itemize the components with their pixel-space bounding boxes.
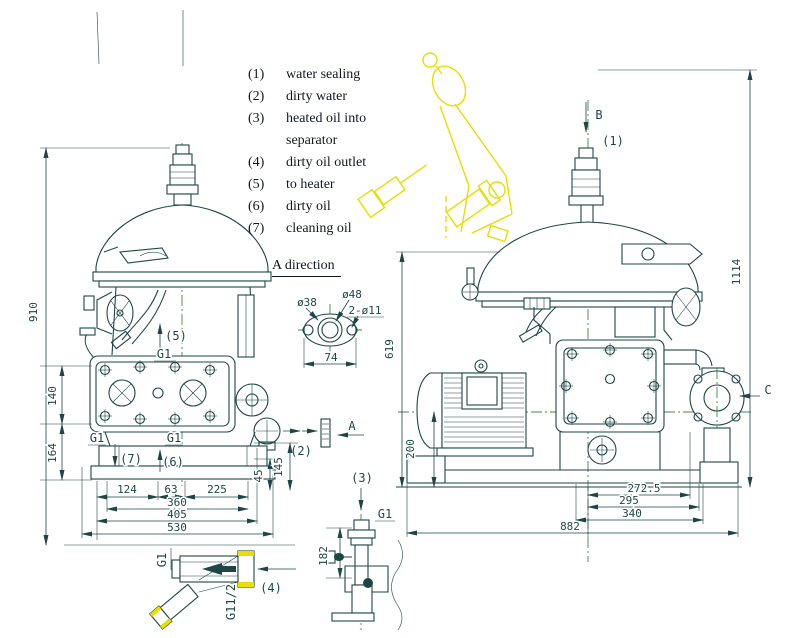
dim-910: 910 (27, 302, 40, 322)
yellow-highlight-assembly (357, 52, 513, 275)
dim-272-5: 272.5 (627, 482, 660, 495)
legend-label: heated oil into (286, 111, 367, 126)
dim-405: 405 (167, 508, 187, 521)
dim-1114: 1114 (730, 258, 743, 285)
legend-item-3-cont: separator (286, 133, 338, 148)
legend-num: (1) (248, 67, 265, 82)
dim-2xd11: 2-ø11 (348, 304, 381, 317)
legend-num: (3) (248, 111, 265, 126)
dim-182: 182 (317, 546, 330, 566)
dim-225: 225 (207, 483, 227, 496)
view-arrow-b-label: B (595, 108, 602, 122)
left-view-callouts: (5) G1 G1 (7) G1 (6) (2) A (88, 323, 364, 472)
legend-item-6: (6) dirty oil (248, 196, 428, 218)
dim-200: 200 (404, 439, 417, 459)
dim-45: 45 (252, 469, 265, 482)
legend-label: dirty water (286, 89, 348, 104)
dim-124: 124 (117, 483, 137, 496)
legend-item-7: (7) cleaning oil (248, 218, 428, 240)
callout-2: (2) (290, 444, 312, 458)
thread-g1-left: G1 (90, 431, 104, 445)
callout-4: (4) (260, 581, 282, 595)
legend-item-3: (3) heated oil into (248, 108, 428, 130)
callout-6: (6) (162, 455, 184, 469)
legend-num: (2) (248, 89, 265, 104)
dim-74: 74 (324, 351, 338, 364)
dim-140: 140 (46, 386, 59, 406)
legend: (1) water sealing (2) dirty water (3) he… (248, 64, 428, 240)
right-view-dimensions: 1114 C 619 200 272.5 295 340 882 (382, 69, 773, 537)
view-arrow-c-label: C (764, 383, 771, 397)
dim-d48: ø48 (342, 288, 362, 301)
thread-g1-strainer: G1 (155, 553, 169, 567)
legend-label: water sealing (286, 67, 361, 82)
thread-g1-heater: G1 (157, 347, 171, 361)
legend-num: (7) (248, 221, 265, 236)
legend-item-5: (5) to heater (248, 174, 428, 196)
callout-7: (7) (120, 452, 142, 466)
thread-g1-inlet: G1 (378, 507, 392, 521)
right-view-machine: B (1) (396, 100, 752, 562)
callout-3: (3) (351, 471, 373, 485)
legend-num: (6) (248, 199, 265, 214)
dim-295: 295 (619, 494, 639, 507)
dim-530: 530 (167, 521, 187, 534)
legend-num: (4) (248, 155, 265, 170)
legend-num: (5) (248, 177, 265, 192)
dim-63: 63 (164, 483, 177, 496)
legend-item-1: (1) water sealing (248, 64, 428, 86)
dim-d38: ø38 (297, 296, 317, 309)
dim-145: 145 (272, 457, 285, 477)
legend-label: cleaning oil (286, 221, 352, 236)
dim-882: 882 (560, 520, 580, 533)
left-view-machine (79, 10, 281, 486)
strainer-detail-view: G1 (4) G11/2 (148, 548, 296, 630)
flange-detail-view: ø38 ø48 2-ø11 74 (296, 287, 384, 368)
callout-1: (1) (602, 134, 624, 148)
legend-item-2: (2) dirty water (248, 86, 428, 108)
legend-label: to heater (286, 177, 335, 192)
dim-360: 360 (167, 496, 187, 509)
thread-g1-mid: G1 (167, 431, 181, 445)
legend-label: dirty oil outlet (286, 155, 367, 170)
inlet-detail-view: (3) G1 182 (316, 470, 403, 631)
dim-340: 340 (622, 507, 642, 520)
a-direction-title: A direction (272, 258, 341, 277)
left-view-dimensions: 910 140 164 124 63 225 360 405 530 45 (26, 147, 298, 546)
legend-label: dirty oil (286, 199, 331, 214)
view-arrow-a-label: A (348, 419, 356, 433)
callout-5: (5) (165, 329, 187, 343)
legend-item-4: (4) dirty oil outlet (248, 152, 428, 174)
thread-g1half: G11/2 (224, 584, 238, 620)
dim-164: 164 (46, 443, 59, 463)
dim-619: 619 (383, 339, 396, 359)
